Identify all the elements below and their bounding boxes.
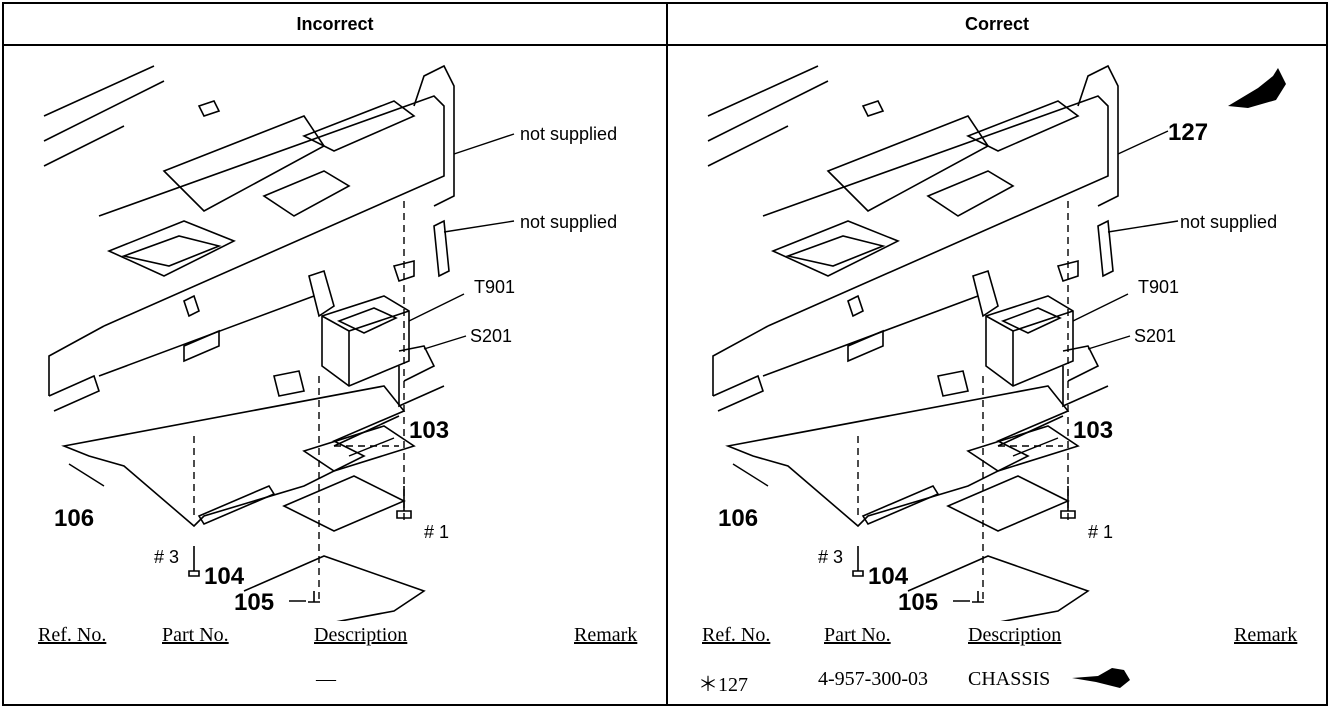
parts-table-row: —	[4, 668, 666, 698]
callout-not-supplied-bracket: not supplied	[1180, 212, 1277, 232]
callout-t901: T901	[474, 277, 515, 297]
callout-103: 103	[409, 417, 449, 444]
callout-104: 104	[868, 563, 909, 590]
callout-screw-3: # 3	[818, 547, 843, 567]
callout-screw-1: # 1	[424, 522, 449, 542]
leader-lines	[68, 133, 515, 602]
callout-not-supplied-bracket: not supplied	[520, 212, 617, 232]
callout-105: 105	[234, 589, 274, 616]
chassis-frame-127	[707, 64, 1119, 412]
callout-106: 106	[54, 505, 94, 532]
callout-127: 127	[1168, 119, 1208, 146]
assembly-guide-lines	[193, 201, 405, 601]
pointing-hand-icon	[1072, 668, 1130, 688]
row-part-no: 4-957-300-03	[818, 668, 928, 690]
callout-not-supplied-chassis: not supplied	[520, 124, 617, 144]
row-description: CHASSIS	[968, 668, 1051, 690]
incorrect-column: Incorrect	[4, 4, 668, 704]
col-description: Description	[968, 624, 1062, 646]
incorrect-drawing: not supplied not supplied T901 S201 103 …	[4, 46, 666, 621]
row-description-dash: —	[316, 668, 336, 690]
transformer-t901	[321, 295, 436, 387]
correct-column: Correct	[668, 4, 1326, 704]
chassis-bracket-top	[972, 219, 1114, 318]
screws	[852, 486, 1076, 603]
callout-104: 104	[204, 563, 245, 590]
exploded-view-drawing-correct: 127 not supplied T901 S201 103 106 # 1 #…	[707, 64, 1286, 621]
col-description: Description	[314, 624, 408, 646]
col-part-no: Part No.	[824, 624, 891, 646]
screws	[188, 486, 412, 603]
callout-103: 103	[1073, 417, 1113, 444]
callout-s201: S201	[1134, 326, 1176, 346]
callout-screw-3: # 3	[154, 547, 179, 567]
col-ref-no: Ref. No.	[38, 624, 107, 646]
pointing-hand-icon	[1228, 68, 1286, 108]
correct-heading: Correct	[668, 4, 1326, 46]
callout-s201: S201	[470, 326, 512, 346]
col-remark: Remark	[574, 624, 638, 646]
chassis-frame	[43, 64, 455, 412]
callout-screw-1: # 1	[1088, 522, 1113, 542]
callout-105: 105	[898, 589, 938, 616]
exploded-view-drawing: not supplied not supplied T901 S201 103 …	[43, 64, 617, 621]
parts-table-header: Ref. No. Part No. Description Remark	[4, 624, 666, 654]
col-part-no: Part No.	[162, 624, 229, 646]
transformer-t901	[985, 295, 1100, 387]
pcb-board	[61, 366, 445, 528]
col-ref-no: Ref. No.	[702, 624, 771, 646]
callout-t901: T901	[1138, 277, 1179, 297]
correct-drawing: 127 not supplied T901 S201 103 106 # 1 #…	[668, 46, 1326, 621]
row-ref-no: ＊127	[698, 674, 748, 696]
parts-table-header: Ref. No. Part No. Description Remark	[668, 624, 1326, 654]
parts-table-row: ＊127 4-957-300-03 CHASSIS	[668, 668, 1326, 698]
chassis-bracket-top	[308, 219, 450, 318]
assembly-guide-lines	[857, 201, 1069, 601]
col-remark: Remark	[1234, 624, 1298, 646]
callout-106: 106	[718, 505, 758, 532]
leader-lines	[732, 130, 1179, 602]
incorrect-heading: Incorrect	[4, 4, 666, 46]
